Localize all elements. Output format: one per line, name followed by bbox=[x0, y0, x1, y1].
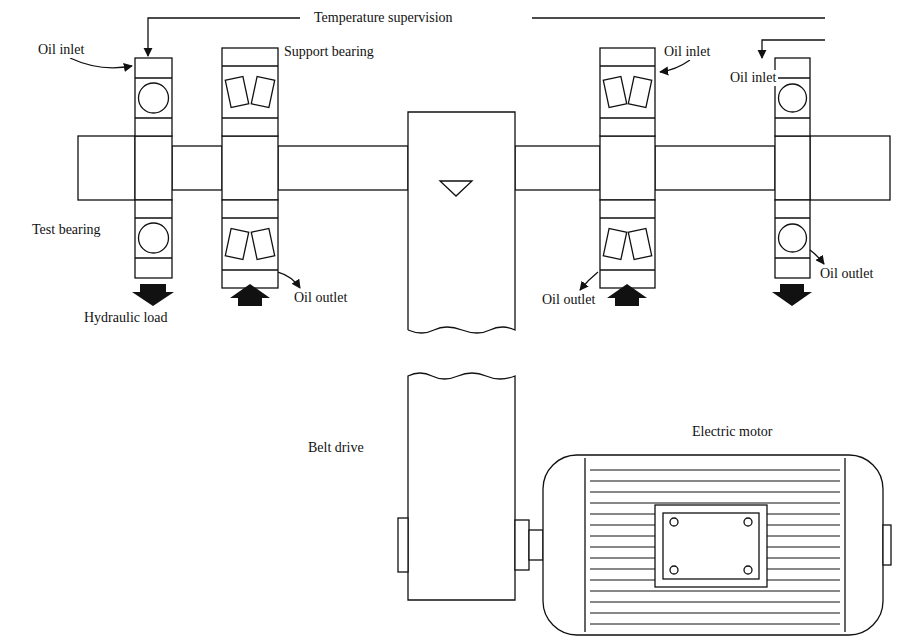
motor-fin bbox=[590, 481, 840, 482]
motor-fin bbox=[590, 613, 840, 614]
shaft-pulley bbox=[408, 112, 515, 333]
electric-motor bbox=[543, 455, 891, 635]
oil-inlet-arrow bbox=[70, 58, 132, 68]
motor-fin bbox=[590, 470, 840, 471]
support-arrow bbox=[607, 284, 647, 306]
shaft bbox=[515, 146, 600, 190]
oil-outlet-arrow bbox=[810, 250, 824, 264]
load-arrow bbox=[132, 284, 174, 306]
test-bearing bbox=[775, 58, 810, 278]
shaft bbox=[278, 146, 408, 190]
supervision-line bbox=[532, 17, 825, 18]
inner-sleeve bbox=[775, 136, 810, 200]
oil-outlet-arrow bbox=[580, 272, 598, 290]
shaft-stub bbox=[78, 136, 135, 200]
inner-sleeve bbox=[135, 136, 172, 200]
oil-outlet-label: Oil outlet bbox=[818, 266, 875, 282]
rotation-arrow bbox=[440, 181, 472, 196]
test-bearing bbox=[135, 58, 172, 278]
oil-outlet-label: Oil outlet bbox=[292, 290, 349, 306]
load-arrow bbox=[772, 284, 812, 306]
motor-label: Electric motor bbox=[690, 424, 774, 440]
motor-fin bbox=[590, 492, 840, 493]
belt-drive bbox=[408, 373, 515, 600]
motor-shaft bbox=[529, 530, 543, 560]
belt-label: Belt drive bbox=[306, 440, 366, 456]
bearing-label: Support bearing bbox=[282, 44, 376, 60]
support-bearing bbox=[222, 48, 278, 288]
inner-sleeve bbox=[222, 136, 278, 200]
bearing-label: Test bearing bbox=[30, 222, 103, 238]
support-bearing bbox=[600, 48, 655, 288]
oil-inlet-label: Oil inlet bbox=[728, 70, 778, 86]
shaft-stub bbox=[810, 136, 890, 200]
oil-outlet-arrow bbox=[278, 272, 300, 288]
oil-outlet-label: Oil outlet bbox=[540, 292, 597, 308]
supervision-line bbox=[762, 40, 825, 58]
inner-sleeve bbox=[600, 136, 655, 200]
oil-inlet-label: Oil inlet bbox=[662, 44, 712, 60]
shaft bbox=[172, 146, 222, 190]
motor-fin bbox=[590, 624, 840, 625]
motor-fin bbox=[590, 591, 840, 592]
motor-fin bbox=[590, 602, 840, 603]
load-label: Hydraulic load bbox=[82, 310, 170, 326]
supervision-label: Temperature supervision bbox=[312, 10, 455, 26]
motor-pulley-hub bbox=[398, 518, 408, 572]
motor-pulley-hub bbox=[515, 520, 529, 570]
support-arrow bbox=[230, 284, 270, 306]
motor-fin bbox=[590, 503, 840, 504]
shaft bbox=[655, 146, 775, 190]
oil-inlet-arrow bbox=[660, 60, 690, 72]
oil-inlet-label: Oil inlet bbox=[36, 42, 86, 58]
